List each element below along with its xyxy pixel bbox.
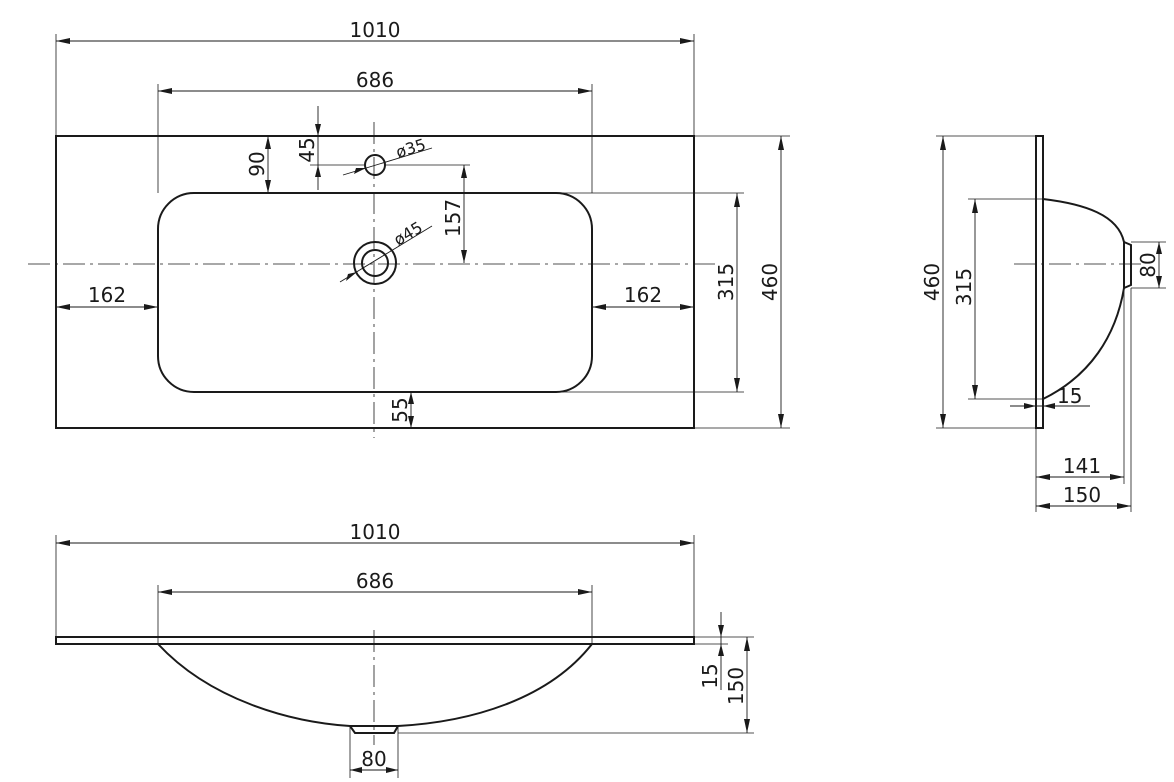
tap-to-drain-label: 157	[441, 199, 465, 237]
side-bowl-depth-label: 315	[952, 268, 976, 306]
top-view-outline	[55, 135, 695, 429]
drain-diameter-label: ø45	[390, 218, 426, 250]
front-total-height-label: 150	[724, 667, 748, 705]
top-overall-depth-label: 460	[758, 263, 782, 301]
front-view-bowl	[157, 643, 593, 727]
side-view-drain	[1123, 241, 1132, 289]
side-slab-thickness-label: 15	[1057, 384, 1082, 408]
side-view-bowl	[1042, 198, 1125, 400]
side-view: 460 315 80 15 141 150	[920, 135, 1166, 512]
front-view-slab	[55, 636, 695, 645]
tap-hole-diameter-label: ø35	[394, 135, 428, 162]
top-view-bowl	[157, 192, 593, 393]
front-overall-width-label: 1010	[350, 520, 401, 544]
side-view-slab	[1035, 135, 1044, 429]
tap-offset-edge-label: 45	[295, 137, 319, 162]
front-view-drain	[349, 725, 399, 734]
side-overall-depth-label: 460	[920, 263, 944, 301]
side-drain-height-label: 80	[1136, 252, 1160, 277]
top-view: 1010 686 460 315 162 162	[28, 18, 790, 438]
front-bowl-width-label: 686	[356, 569, 394, 593]
side-total-projection-label: 150	[1063, 483, 1101, 507]
side-bowl-projection-label: 141	[1063, 454, 1101, 478]
tap-offset-bowl-label: 90	[245, 151, 269, 176]
top-right-margin-label: 162	[624, 283, 662, 307]
front-view: 1010 686 15 150 80	[55, 520, 754, 778]
top-bowl-width-label: 686	[356, 68, 394, 92]
top-bowl-depth-label: 315	[714, 263, 738, 301]
front-drain-width-label: 80	[361, 747, 386, 771]
top-overall-width-label: 1010	[350, 18, 401, 42]
front-slab-thickness-label: 15	[698, 663, 722, 688]
top-left-margin-label: 162	[88, 283, 126, 307]
drain-outer-icon	[353, 241, 397, 285]
top-front-margin-label: 55	[388, 397, 412, 422]
drain-inner-icon	[361, 249, 389, 277]
